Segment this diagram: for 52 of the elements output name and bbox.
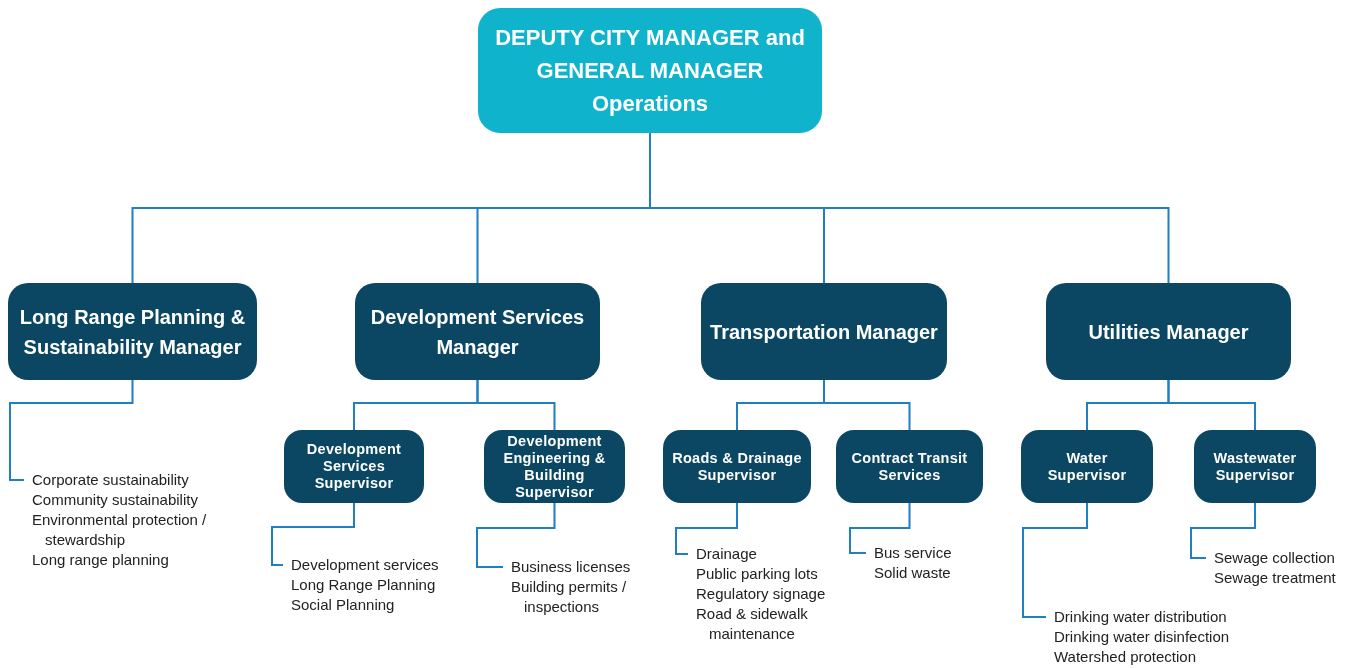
duty-item: Public parking lots xyxy=(696,564,819,584)
role-title: Development Services Manager xyxy=(369,304,586,360)
role-box xyxy=(484,430,625,503)
duty-item: Bus service xyxy=(874,543,953,563)
role-box xyxy=(1021,430,1153,503)
role-title: DEPUTY CITY MANAGER and GENERAL MANAGER Operations xyxy=(494,24,806,118)
connector-line xyxy=(1022,502,1088,618)
duty-item: Watershed protection xyxy=(1054,647,1198,667)
role-title: Long Range Planning & Sustainability Manager xyxy=(18,304,247,360)
role-title: Development Services Supervisor xyxy=(305,441,403,492)
role-title: Transportation Manager xyxy=(710,319,938,345)
duty-item: Regulatory signage xyxy=(696,584,827,604)
duty-item: Development services xyxy=(291,555,440,575)
duty-item: Environmental protection / stewardship xyxy=(32,510,208,550)
duty-item: Drinking water disinfection xyxy=(1054,627,1231,647)
role-box xyxy=(701,283,947,380)
duty-item: Drainage xyxy=(696,544,758,564)
role-title: Utilities Manager xyxy=(1088,319,1249,345)
connector-line xyxy=(9,379,134,481)
role-box xyxy=(663,430,811,503)
role-box xyxy=(1046,283,1291,380)
role-title: Water Supervisor xyxy=(1046,449,1128,484)
role-title: Development Engineering & Building Supervisor xyxy=(502,432,607,501)
role-box xyxy=(478,8,822,133)
duty-item: Sewage collection xyxy=(1214,548,1336,568)
connector-line xyxy=(476,379,556,431)
connector-line xyxy=(1190,502,1256,559)
connector-line xyxy=(271,502,355,566)
duty-item: Drinking water distribution xyxy=(1054,607,1228,627)
role-box xyxy=(355,283,600,380)
duty-item: Long Range Planning xyxy=(291,575,437,595)
duty-item: Solid waste xyxy=(874,563,952,583)
duty-item: Long range planning xyxy=(32,550,170,570)
duty-item: Road & sidewalk maintenance xyxy=(696,604,809,644)
role-title: Wastewater Supervisor xyxy=(1212,449,1298,484)
connector-line xyxy=(476,502,556,568)
role-title: Roads & Drainage Supervisor xyxy=(671,449,803,484)
duty-item: Sewage treatment xyxy=(1214,568,1337,588)
connector-line xyxy=(675,502,738,555)
duty-item: Building permits / inspections xyxy=(511,577,628,617)
role-box xyxy=(284,430,424,503)
connector-line xyxy=(823,379,911,431)
connector-line xyxy=(1167,379,1256,431)
role-box xyxy=(8,283,257,380)
connector-line xyxy=(849,502,911,554)
role-title: Contract Transit Services xyxy=(850,449,969,484)
duty-item: Social Planning xyxy=(291,595,396,615)
duty-item: Business licenses xyxy=(511,557,632,577)
duty-item: Corporate sustainability xyxy=(32,470,190,490)
role-box xyxy=(836,430,983,503)
duty-item: Community sustainability xyxy=(32,490,199,510)
role-box xyxy=(1194,430,1316,503)
